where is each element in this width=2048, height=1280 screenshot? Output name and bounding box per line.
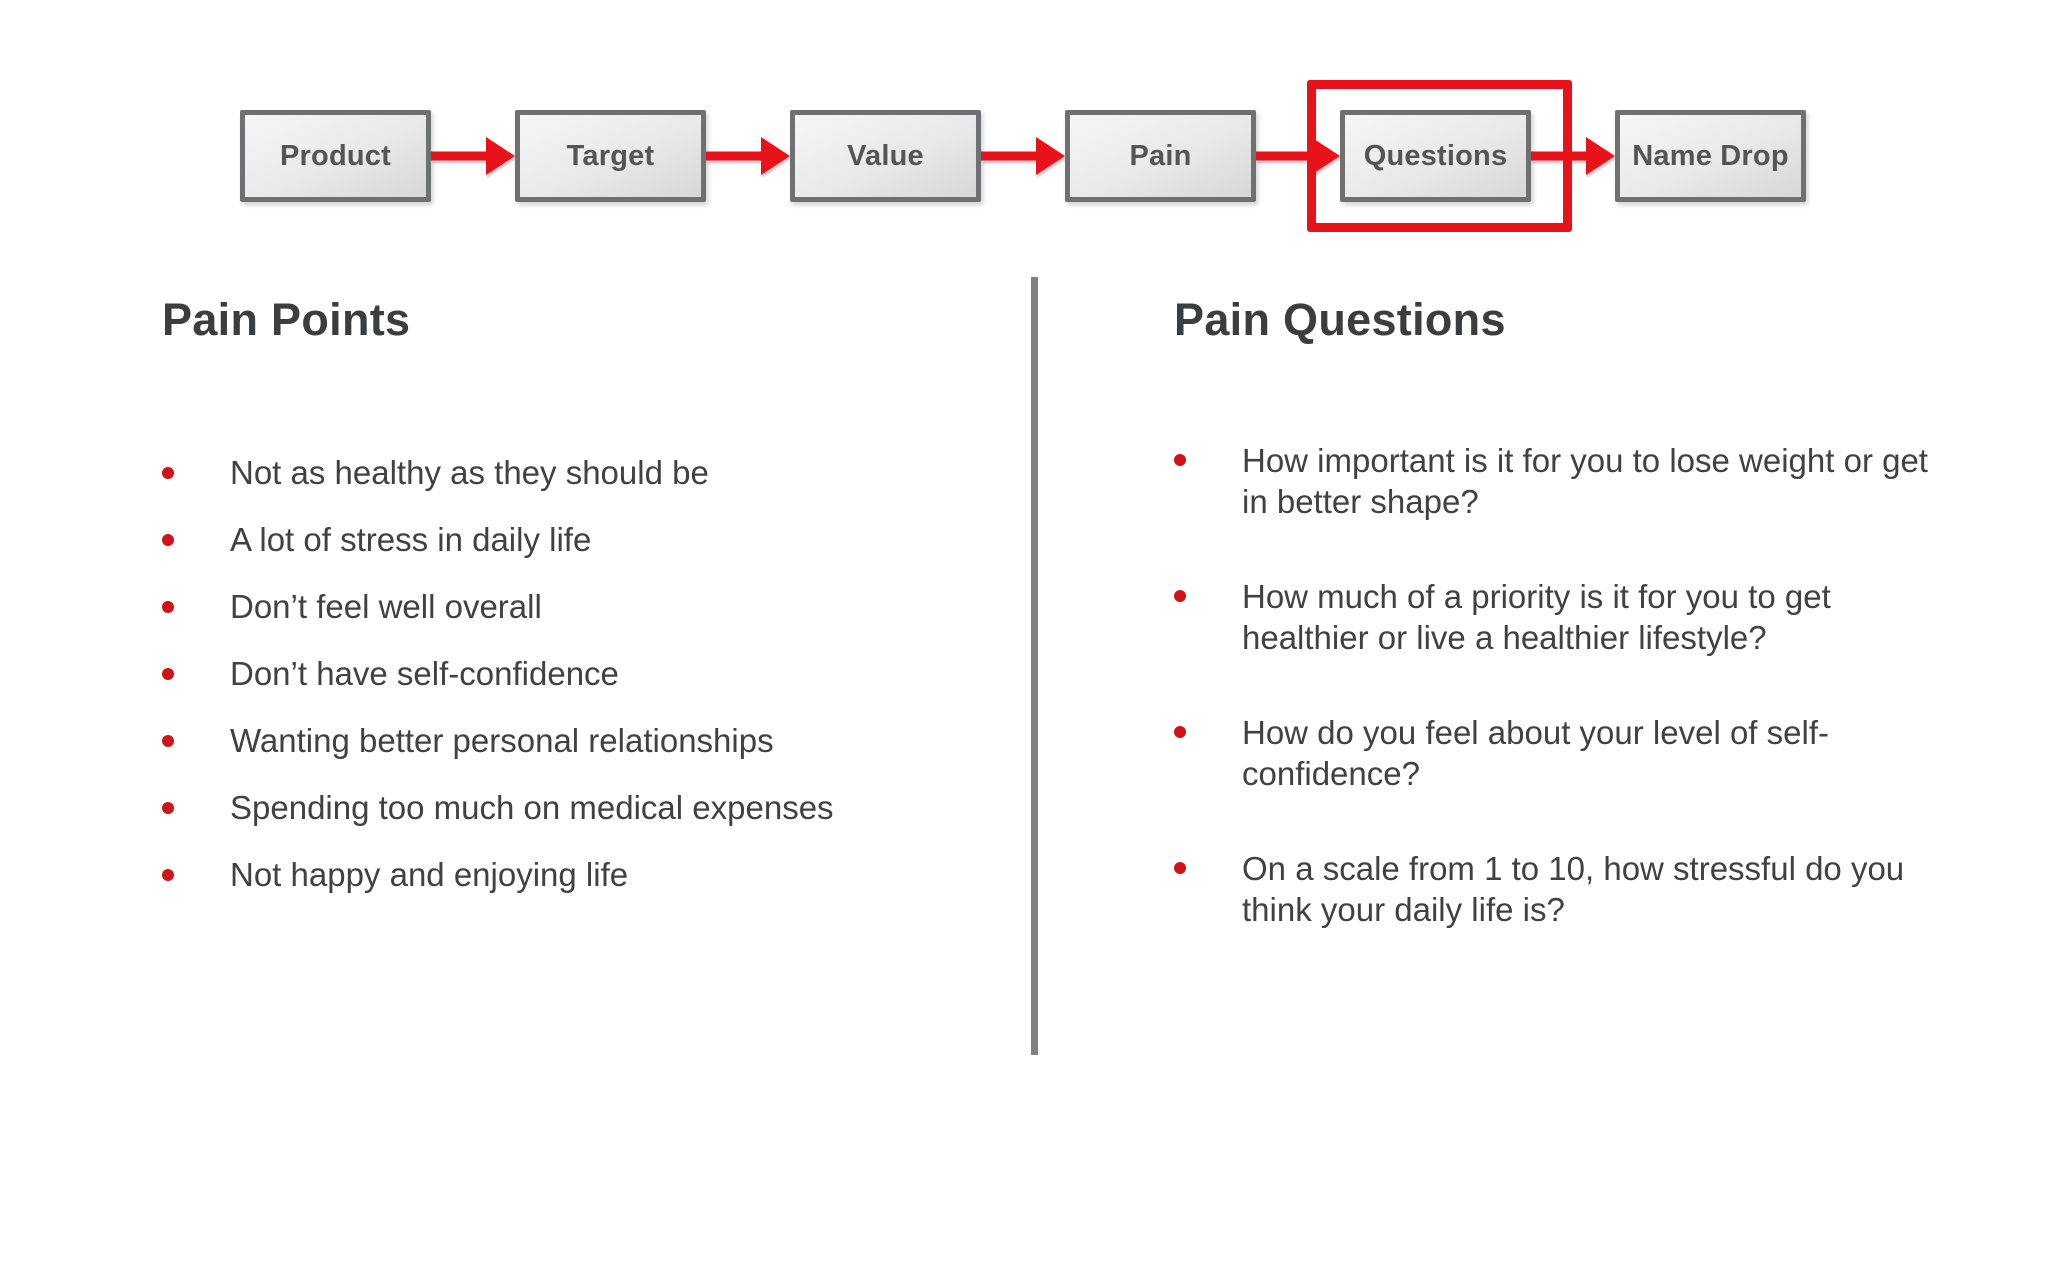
list-item-text: Don’t feel well overall bbox=[230, 588, 542, 625]
list-item-text: Not happy and enjoying life bbox=[230, 856, 629, 893]
list-item: Not as healthy as they should be bbox=[162, 449, 1010, 497]
flow-step-name-drop: Name Drop bbox=[1615, 110, 1806, 202]
list-item: Not happy and enjoying life bbox=[162, 851, 1010, 899]
bullet-icon bbox=[1174, 590, 1186, 602]
list-item: Spending too much on medical expenses bbox=[162, 784, 1010, 832]
flow-step-questions: Questions bbox=[1340, 110, 1531, 202]
list-item: A lot of stress in daily life bbox=[162, 516, 1010, 564]
process-flow: Product Target Value Pain Questions Name… bbox=[240, 110, 1806, 202]
arrow-right-icon bbox=[1531, 137, 1615, 175]
bullet-icon bbox=[1174, 726, 1186, 738]
arrow-right-icon bbox=[1256, 137, 1340, 175]
bullet-icon bbox=[1174, 454, 1186, 466]
list-item-text: A lot of stress in daily life bbox=[230, 521, 592, 558]
list-item: Don’t feel well overall bbox=[162, 583, 1010, 631]
list-item: On a scale from 1 to 10, how stressful d… bbox=[1174, 848, 1947, 930]
column-divider bbox=[1031, 277, 1038, 1055]
list-item-text: How important is it for you to lose weig… bbox=[1242, 442, 1928, 520]
flow-step-product: Product bbox=[240, 110, 431, 202]
pain-questions-list: How important is it for you to lose weig… bbox=[1174, 440, 1947, 984]
arrow-right-icon bbox=[706, 137, 790, 175]
list-item-text: Not as healthy as they should be bbox=[230, 454, 709, 491]
current-step-highlight bbox=[1307, 80, 1572, 232]
arrow-right-icon bbox=[431, 137, 515, 175]
pain-points-title: Pain Points bbox=[162, 294, 411, 345]
bullet-icon bbox=[162, 735, 174, 747]
list-item: Wanting better personal relationships bbox=[162, 717, 1010, 765]
list-item-text: How much of a priority is it for you to … bbox=[1242, 578, 1831, 656]
bullet-icon bbox=[162, 534, 174, 546]
bullet-icon bbox=[162, 601, 174, 613]
list-item-text: Spending too much on medical expenses bbox=[230, 789, 834, 826]
list-item: How much of a priority is it for you to … bbox=[1174, 576, 1947, 658]
flow-step-target: Target bbox=[515, 110, 706, 202]
list-item: How important is it for you to lose weig… bbox=[1174, 440, 1947, 522]
list-item-text: Don’t have self-confidence bbox=[230, 655, 619, 692]
arrow-right-icon bbox=[981, 137, 1065, 175]
bullet-icon bbox=[1174, 862, 1186, 874]
list-item-text: On a scale from 1 to 10, how stressful d… bbox=[1242, 850, 1905, 928]
bullet-icon bbox=[162, 467, 174, 479]
bullet-icon bbox=[162, 869, 174, 881]
list-item-text: How do you feel about your level of self… bbox=[1242, 714, 1829, 792]
list-item: How do you feel about your level of self… bbox=[1174, 712, 1947, 794]
list-item-text: Wanting better personal relationships bbox=[230, 722, 774, 759]
bullet-icon bbox=[162, 668, 174, 680]
flow-step-value: Value bbox=[790, 110, 981, 202]
flow-step-pain: Pain bbox=[1065, 110, 1256, 202]
list-item: Don’t have self-confidence bbox=[162, 650, 1010, 698]
bullet-icon bbox=[162, 802, 174, 814]
pain-points-list: Not as healthy as they should be A lot o… bbox=[162, 449, 1010, 918]
pain-questions-title: Pain Questions bbox=[1174, 294, 1506, 345]
